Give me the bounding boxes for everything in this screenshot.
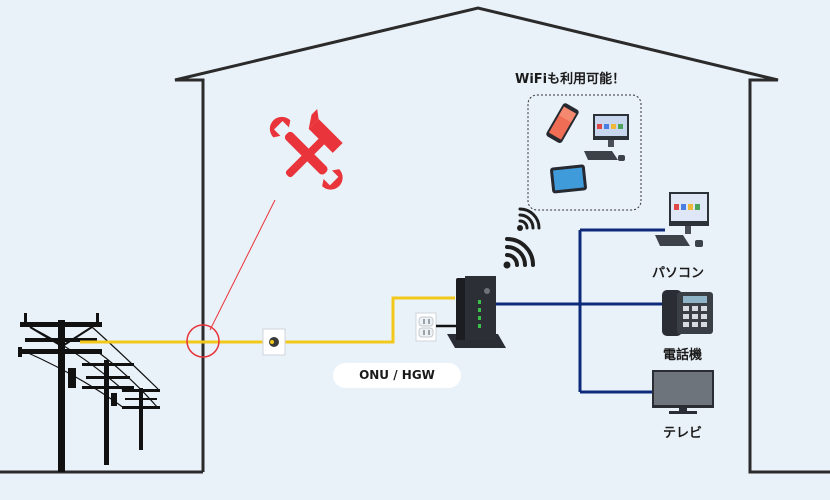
tv-label: テレビ: [663, 426, 703, 441]
hammer-wrench-icon: [269, 109, 343, 190]
house-outline: [174, 6, 830, 474]
pc-label: パソコン: [652, 266, 705, 281]
lan-line: [496, 228, 665, 394]
desktop-computer-icon: [584, 114, 629, 161]
onu-hgw-label: ONU / HGW: [333, 363, 461, 388]
wifi-caption: WiFiも利用可能！: [515, 72, 626, 87]
utility-pole-icon: [18, 313, 160, 472]
onu-router-icon: [447, 276, 506, 348]
telephone-icon: [662, 290, 713, 336]
wifi-signal-small-icon: [517, 207, 541, 231]
tablet-icon: [550, 164, 587, 194]
wifi-signal-icon: [503, 237, 535, 269]
power-outlet-icon: [415, 312, 437, 342]
pc-icon: [655, 192, 709, 247]
tv-icon: [652, 370, 714, 414]
fiber-line: [80, 296, 455, 344]
smartphone-icon: [546, 103, 579, 143]
repair-point-circle: [186, 324, 220, 358]
wifi-devices-frame: [527, 94, 642, 211]
optical-outlet-icon: [262, 328, 286, 356]
telephone-label: 電話機: [663, 348, 703, 363]
repair-pointer-line: [209, 199, 276, 331]
